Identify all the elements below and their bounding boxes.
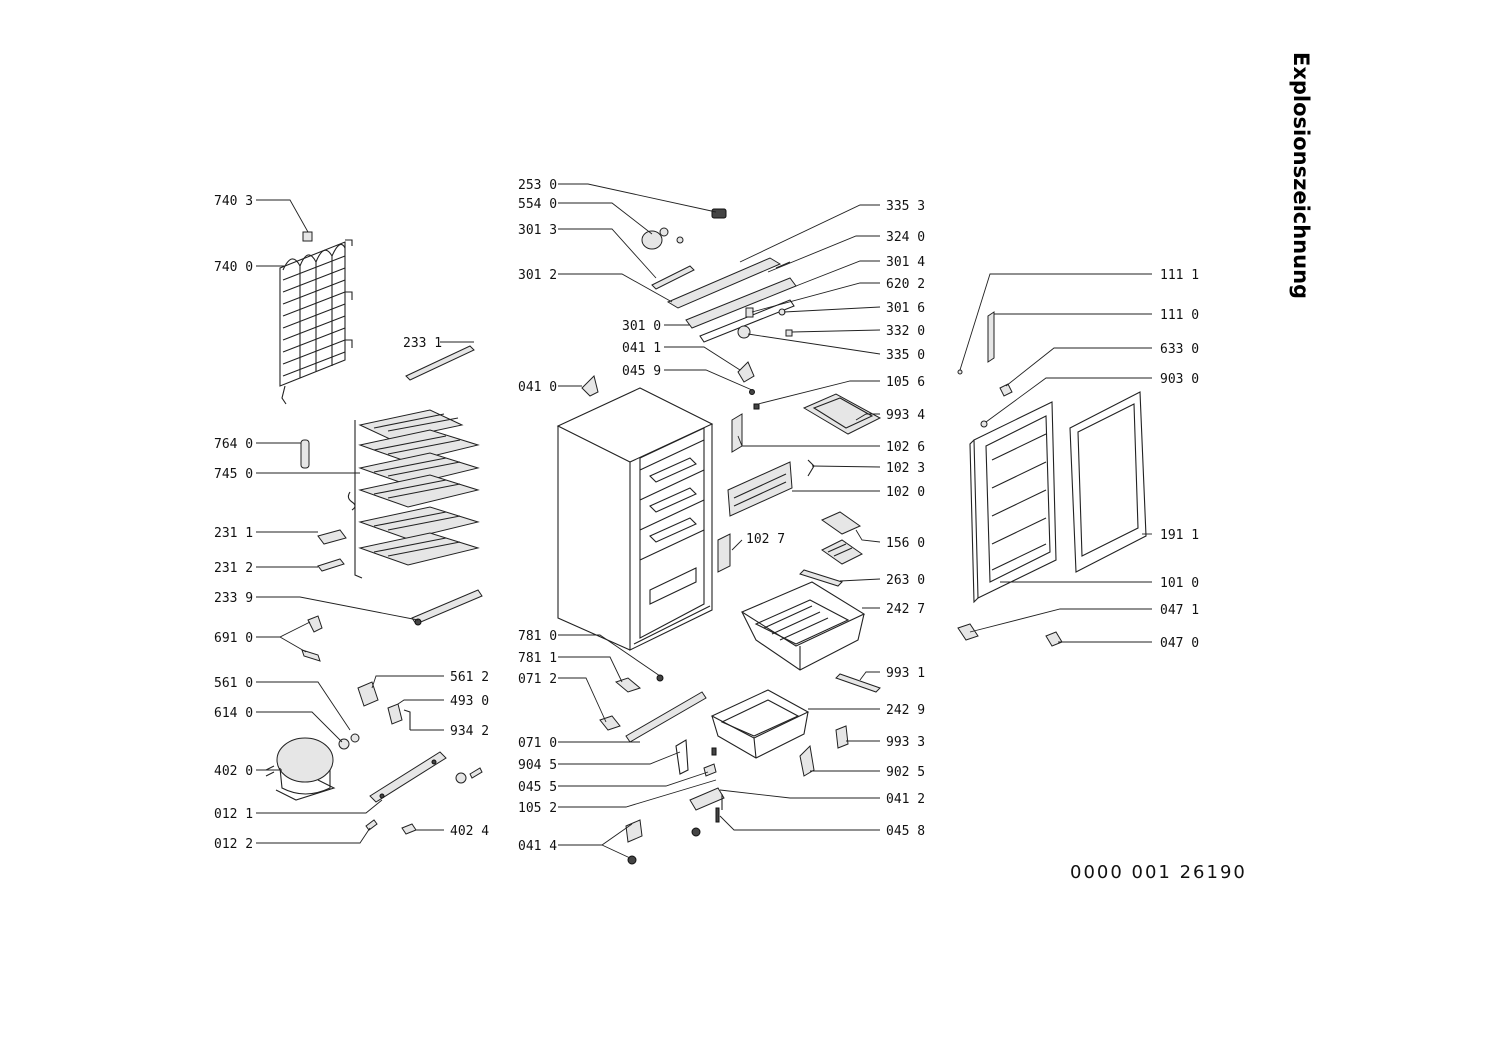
part-label: 904 5 [518, 758, 557, 773]
part-label: 253 0 [518, 178, 557, 193]
part-label: 102 6 [886, 440, 925, 455]
part-drawings [265, 208, 1147, 865]
part-label: 111 0 [1160, 308, 1199, 323]
part-label: 902 5 [886, 765, 925, 780]
part-label: 105 6 [886, 375, 925, 390]
part-label: 105 2 [518, 801, 557, 816]
part-label: 614 0 [214, 706, 253, 721]
part-label: 301 3 [518, 223, 557, 238]
part-label: 101 0 [1160, 576, 1199, 591]
compressor [265, 737, 336, 801]
part-label: 231 1 [214, 526, 253, 541]
cabinet-body [556, 387, 714, 651]
part-label: 402 4 [450, 824, 489, 839]
part-label: 012 2 [214, 837, 253, 852]
condenser-coil [279, 239, 353, 405]
part-label: 071 0 [518, 736, 557, 751]
part-label: 740 3 [214, 194, 253, 209]
part-label: 047 0 [1160, 636, 1199, 651]
part-label: 233 9 [214, 591, 253, 606]
part-label: 561 0 [214, 676, 253, 691]
part-label: 263 0 [886, 573, 925, 588]
part-label: 041 4 [518, 839, 557, 854]
door-frame [969, 401, 1057, 604]
part-labels: 740 3 740 0 233 1 764 0 745 0 231 1 231 … [214, 178, 1199, 854]
part-label: 301 0 [622, 319, 661, 334]
part-label: 332 0 [886, 324, 925, 339]
part-label: 402 0 [214, 764, 253, 779]
part-label: 993 1 [886, 666, 925, 681]
part-label: 045 5 [518, 780, 557, 795]
part-label: 691 0 [214, 631, 253, 646]
part-label: 561 2 [450, 670, 489, 685]
part-label: 233 1 [403, 336, 442, 351]
part-label: 993 4 [886, 408, 925, 423]
part-label: 102 3 [886, 461, 925, 476]
part-label: 903 0 [1160, 372, 1199, 387]
part-label: 242 9 [886, 703, 925, 718]
part-label: 620 2 [886, 277, 925, 292]
part-label: 934 2 [450, 724, 489, 739]
part-label: 781 1 [518, 651, 557, 666]
part-label: 041 2 [886, 792, 925, 807]
part-label: 633 0 [1160, 342, 1199, 357]
part-label: 191 1 [1160, 528, 1199, 543]
document-number: 0000 001 26190 [1070, 862, 1247, 883]
part-label: 242 7 [886, 602, 925, 617]
part-label: 111 1 [1160, 268, 1199, 283]
part-label: 301 6 [886, 301, 925, 316]
part-label: 045 9 [622, 364, 661, 379]
part-label: 493 0 [450, 694, 489, 709]
part-label: 764 0 [214, 437, 253, 452]
part-label: 324 0 [886, 230, 925, 245]
part-label: 335 3 [886, 199, 925, 214]
part-label: 102 0 [886, 485, 925, 500]
part-label: 045 8 [886, 824, 925, 839]
part-label: 781 0 [518, 629, 557, 644]
part-label: 012 1 [214, 807, 253, 822]
part-label: 041 1 [622, 341, 661, 356]
part-label: 740 0 [214, 260, 253, 275]
part-label: 301 4 [886, 255, 925, 270]
drawer-large [740, 581, 866, 671]
part-label: 335 0 [886, 348, 925, 363]
leader-lines [256, 183, 1152, 859]
part-label: 156 0 [886, 536, 925, 551]
page-title: Explosionszeichnung [1289, 52, 1313, 299]
part-label: 041 0 [518, 380, 557, 395]
part-label: 554 0 [518, 197, 557, 212]
part-label: 745 0 [214, 467, 253, 482]
part-label: 993 3 [886, 735, 925, 750]
part-label: 301 2 [518, 268, 557, 283]
part-label: 047 1 [1160, 603, 1199, 618]
part-label: 102 7 [746, 532, 785, 547]
drawer-small [710, 689, 810, 759]
part-label: 071 2 [518, 672, 557, 687]
part-label: 231 2 [214, 561, 253, 576]
door-gasket [1069, 391, 1147, 573]
evaporator-shelves [347, 409, 480, 579]
